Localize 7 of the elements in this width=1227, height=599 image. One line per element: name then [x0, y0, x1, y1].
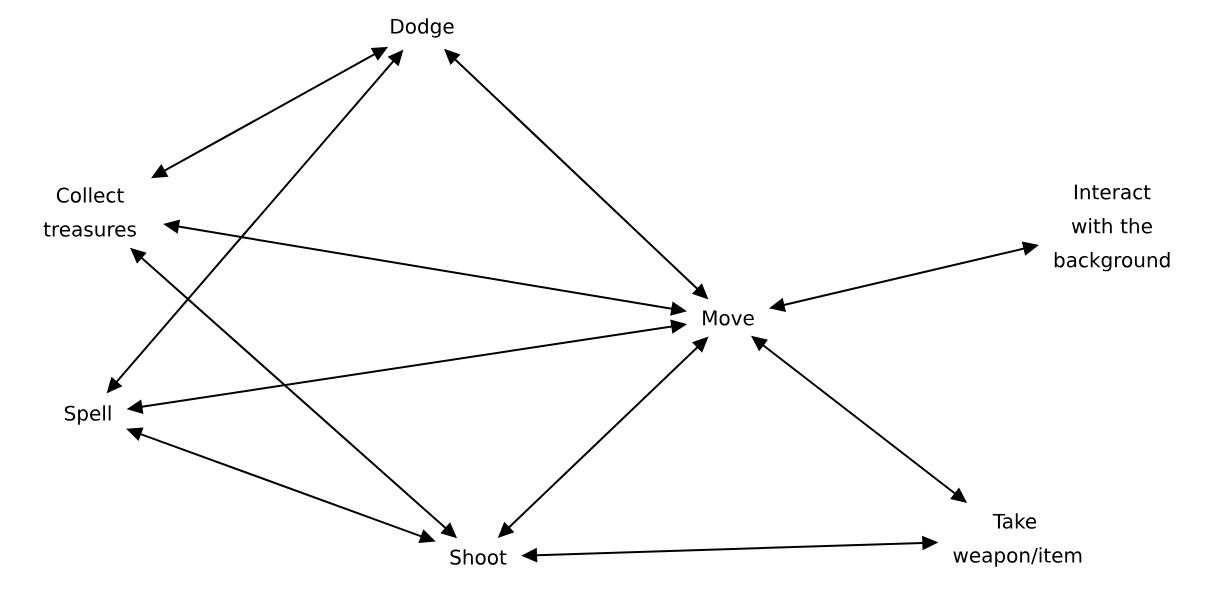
text-label: Dodge	[391, 18, 454, 38]
text-label: Spell	[64, 405, 111, 425]
text-label: Interact with the background	[1054, 184, 1170, 272]
text-label: Take weapon/item	[953, 513, 1082, 567]
text-label: Move	[703, 310, 754, 326]
text-label: Shoot	[450, 549, 507, 565]
text-label: Collect treasures	[43, 187, 136, 237]
